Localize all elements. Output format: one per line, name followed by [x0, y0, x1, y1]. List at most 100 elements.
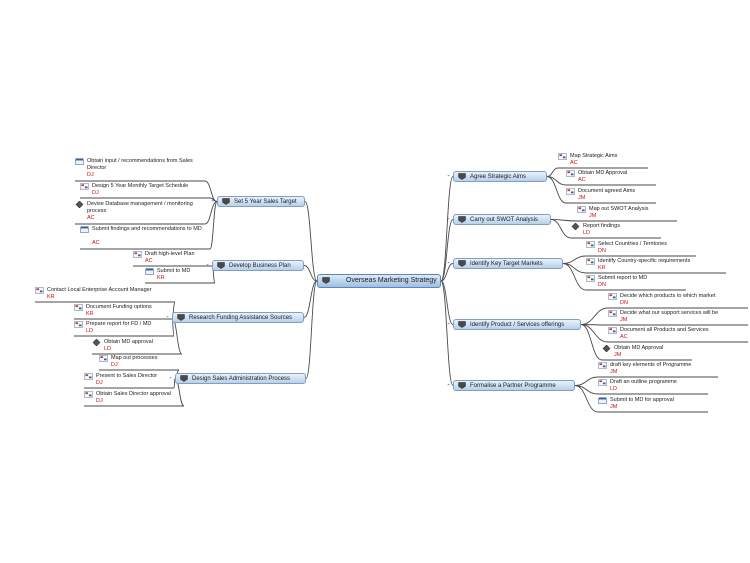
leaf-connector: [562, 255, 587, 264]
branch-design-sales-administration-process[interactable]: - Design Sales Administration Process: [169, 373, 306, 384]
leaf-task[interactable]: Devise Database management / monitoring …: [75, 200, 205, 223]
task-icon: [145, 268, 154, 275]
branch-connector: [440, 263, 454, 282]
leaf-task[interactable]: Design 5 Year Monthly Target Schedule DJ: [80, 183, 210, 197]
leaf-text: Submit findings and recommendations to M…: [92, 226, 202, 232]
calendar-icon: [84, 373, 93, 380]
leaf-task[interactable]: Submit to MD for approval JM: [598, 397, 708, 411]
branch-agree-strategic-aims[interactable]: - Agree Strategic Aims: [447, 171, 547, 182]
leaf-connector: [546, 176, 567, 204]
calendar-icon: [608, 327, 617, 334]
branch-identify-key-target-markets[interactable]: - Identify Key Target Markets: [447, 258, 563, 269]
branch-connector: [303, 265, 318, 282]
branch-connector: [303, 280, 318, 318]
topic-icon: [457, 382, 467, 389]
owner-tag: JM: [614, 352, 622, 358]
collapse-toggle[interactable]: -: [447, 382, 450, 389]
leaf-task[interactable]: Map out SWOT Analysis JM: [577, 206, 677, 220]
leaf-task[interactable]: Obtain MD approval LD: [92, 338, 182, 353]
calendar-icon: [74, 321, 83, 328]
leaf-task[interactable]: Document Funding options KR: [74, 304, 174, 318]
collapse-toggle[interactable]: -: [447, 216, 450, 223]
leaf-task[interactable]: Select Countries / Territories DN: [586, 241, 696, 255]
leaf-text: Draft an outline programme: [610, 379, 677, 385]
leaf-task[interactable]: Submit report to MD DN: [586, 275, 686, 289]
leaf-text: Map out SWOT Analysis: [589, 206, 649, 212]
owner-tag: DJ: [87, 172, 94, 178]
owner-tag: JM: [620, 317, 628, 323]
collapse-toggle[interactable]: -: [447, 321, 450, 328]
leaf-text: Decide which products to which market: [620, 293, 716, 299]
owner-tag: KR: [598, 265, 606, 271]
branch-connector: [440, 280, 454, 325]
leaf-connector: [209, 201, 218, 250]
leaf-task[interactable]: Obtain MD Approval JM: [602, 344, 692, 359]
calendar-icon: [80, 183, 89, 190]
leaf-task[interactable]: Identify Country-specific requirements K…: [586, 258, 726, 272]
leaf-task[interactable]: Obtain input / recommendations from Sale…: [75, 158, 205, 180]
leaf-text: Obtain MD Approval: [614, 345, 664, 351]
owner-tag: LD: [583, 230, 591, 236]
leaf-task[interactable]: Obtain MD Approval AC: [566, 170, 656, 184]
collapse-toggle[interactable]: -: [206, 262, 209, 269]
branch-set-5-year-sales-target[interactable]: - Set 5 Year Sales Target: [211, 196, 305, 207]
leaf-task[interactable]: Decide which products to which market DN: [608, 293, 748, 307]
collapse-toggle[interactable]: -: [447, 173, 450, 180]
diamond-milestone-icon: [75, 200, 84, 209]
leaf-task[interactable]: Report findings LD: [571, 222, 661, 237]
leaf-task[interactable]: Draft an outline programme LD: [598, 379, 708, 393]
leaf-task[interactable]: Document all Products and Services AC: [608, 327, 748, 341]
branch-label: Identify Key Target Markets: [470, 261, 543, 267]
leaf-task[interactable]: Obtain Sales Director approval DJ: [84, 391, 184, 405]
owner-tag: JM: [610, 369, 618, 375]
leaf-task[interactable]: Submit to MD KR: [145, 268, 215, 282]
diamond-milestone-icon: [571, 222, 580, 231]
leaf-task[interactable]: Document agreed Aims JM: [566, 188, 656, 202]
owner-tag: AC: [620, 334, 628, 340]
owner-tag: JM: [589, 213, 597, 219]
calendar-icon: [598, 362, 607, 369]
branch-develop-business-plan[interactable]: - Develop Business Plan: [206, 260, 304, 271]
calendar-icon: [74, 304, 83, 311]
branch-formalise-a-partner-programme[interactable]: - Formalise a Partner Programme: [447, 380, 575, 391]
collapse-toggle[interactable]: -: [211, 198, 214, 205]
topic-icon: [457, 321, 467, 328]
owner-tag: DJ: [111, 362, 118, 368]
leaf-task[interactable]: Draft high-level Plan AC: [133, 251, 213, 265]
branch-label: Set 5 Year Sales Target: [234, 199, 297, 205]
calendar-icon: [577, 206, 586, 213]
leaf-task[interactable]: Contact Local Enterprise Account Manager…: [35, 287, 175, 301]
central-topic-label: Overseas Marketing Strategy: [346, 277, 437, 284]
branch-label: Develop Business Plan: [229, 263, 291, 269]
collapse-toggle[interactable]: -: [447, 260, 450, 267]
topic-icon: [176, 314, 186, 321]
collapse-toggle[interactable]: -: [169, 375, 172, 382]
owner-tag: LD: [104, 346, 112, 352]
owner-tag: DJ: [96, 398, 103, 404]
leaf-task[interactable]: Submit findings and recommendations to M…: [80, 226, 210, 248]
leaf-task[interactable]: Decide what our support services will be…: [608, 310, 748, 324]
leaf-task[interactable]: Prepare report for FD / MD LD: [74, 321, 174, 335]
owner-tag: JM: [610, 404, 618, 410]
branch-identify-product-services-offerings[interactable]: - Identify Product / Services offerings: [447, 319, 581, 330]
calendar-icon: [35, 287, 44, 294]
branch-research-funding-assistance-sources[interactable]: - Research Funding Assistance Sources: [166, 312, 304, 323]
leaf-connector: [574, 385, 599, 413]
branch-connector: [440, 219, 454, 282]
leaf-text: Devise Database management / monitoring …: [87, 201, 193, 214]
central-topic[interactable]: Overseas Marketing Strategy: [317, 274, 441, 288]
leaf-task[interactable]: Map Strategic Aims AC: [558, 153, 648, 167]
task-icon: [598, 397, 607, 404]
leaf-task[interactable]: draft key elements of Programme JM: [598, 362, 718, 376]
owner-tag: AC: [92, 240, 100, 246]
leaf-text: Obtain MD approval: [104, 339, 153, 345]
branch-connector: [304, 201, 318, 282]
branch-carry-out-swot-analysis[interactable]: - Carry out SWOT Analysis: [447, 214, 551, 225]
leaf-task[interactable]: Present to Sales Director DJ: [84, 373, 174, 387]
leaf-task[interactable]: Map out processes DJ: [99, 355, 179, 369]
collapse-toggle[interactable]: -: [166, 314, 169, 321]
branch-label: Research Funding Assistance Sources: [189, 315, 293, 321]
owner-tag: KR: [86, 311, 94, 317]
calendar-icon: [99, 355, 108, 362]
